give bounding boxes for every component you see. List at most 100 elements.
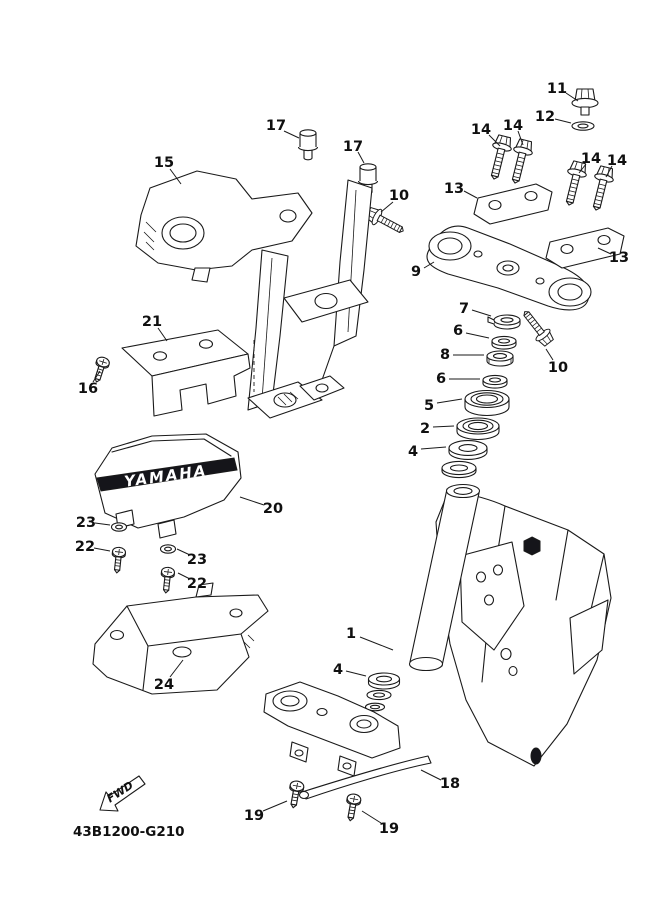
bolt-part-11 (571, 88, 599, 116)
lower-bracket-part (263, 681, 401, 777)
callout-leader-18 (420, 769, 442, 781)
race-part-4b (367, 672, 401, 690)
callout-leader-10 (545, 348, 554, 361)
ring-nut-part-8 (486, 350, 514, 367)
callout-leader-2 (432, 425, 455, 428)
callout-15: 15 (154, 155, 174, 171)
lower-washer-a (366, 689, 392, 701)
frame-head-section (435, 489, 612, 767)
callout-13: 13 (444, 181, 464, 197)
callout-7: 7 (459, 301, 469, 317)
bracket-part-24 (92, 582, 269, 695)
callout-21: 21 (142, 314, 162, 330)
callout-17: 17 (343, 139, 363, 155)
callout-14: 14 (503, 118, 523, 134)
callout-4: 4 (333, 662, 343, 678)
callout-leader-17 (283, 130, 300, 139)
upper-crown-part-9 (426, 225, 592, 311)
bolt-part-14c (559, 159, 590, 208)
callout-leader-22 (177, 572, 191, 580)
callout-6: 6 (436, 371, 446, 387)
bolt-part-14a (484, 133, 515, 182)
callout-4: 4 (408, 444, 418, 460)
damper-part-17b (357, 163, 379, 195)
washer-part-6a (491, 335, 517, 350)
handlebar-holder-13a (473, 183, 553, 225)
bolt-part-10a (363, 204, 408, 239)
callout-23: 23 (187, 552, 207, 568)
callout-leader-19 (361, 810, 382, 824)
callout-leader-14 (605, 165, 613, 178)
callout-24: 24 (154, 677, 174, 693)
race-part-4a (448, 440, 488, 460)
callout-14: 14 (607, 153, 627, 169)
callout-10: 10 (389, 188, 409, 204)
callout-leader-23 (94, 522, 111, 526)
callout-1: 1 (346, 626, 356, 642)
washer-part-23a (110, 522, 128, 532)
callout-9: 9 (411, 264, 421, 280)
callout-leader-22 (93, 547, 111, 552)
callout-leader-4 (345, 670, 367, 677)
callout-leader-1 (359, 636, 394, 651)
stay-bracket-part (247, 179, 373, 419)
washer-part-23b (159, 544, 177, 554)
callout-11: 11 (547, 81, 567, 97)
callout-leader-13 (463, 190, 478, 199)
stay-part-18 (298, 755, 432, 800)
callout-leader-24 (169, 659, 184, 678)
callout-leader-10 (380, 201, 394, 213)
callout-leader-9 (423, 261, 435, 269)
ring-nut-part-5 (464, 389, 510, 417)
callout-18: 18 (440, 776, 460, 792)
callout-14: 14 (581, 151, 601, 167)
callout-5: 5 (424, 398, 434, 414)
callout-leader-23 (176, 548, 191, 556)
callout-leader-13 (597, 247, 612, 255)
callout-leader-16 (92, 370, 101, 383)
callout-14: 14 (471, 122, 491, 138)
callout-22: 22 (187, 576, 207, 592)
lower-washer-b (364, 702, 386, 712)
bolt-part-14d (586, 164, 617, 213)
washer-part-12 (571, 121, 595, 131)
bracket-part-15 (135, 170, 313, 283)
bolt-part-10b (517, 305, 557, 349)
callout-leader-5 (436, 398, 463, 404)
callout-20: 20 (263, 501, 283, 517)
washer-part-6b (482, 374, 508, 389)
callout-13: 13 (609, 250, 629, 266)
handlebar-holder-13b (545, 227, 625, 269)
bearing-part-2 (456, 417, 500, 441)
bracket-part-21 (121, 329, 251, 417)
screw-part-16 (89, 355, 112, 385)
callout-leader-12 (554, 118, 572, 124)
callout-22: 22 (75, 539, 95, 555)
damper-part-17a (297, 129, 319, 161)
lock-washer-part-7 (487, 314, 521, 330)
callout-19: 19 (379, 821, 399, 837)
diagram-part-number: 43B1200-G210 (73, 824, 185, 840)
screw-part-19b (342, 792, 363, 823)
callout-leader-4 (420, 446, 447, 450)
callout-leader-6 (465, 332, 490, 339)
bearing-stack-parts (364, 314, 521, 712)
screw-part-22a (109, 546, 127, 575)
dust-seal-part (441, 460, 477, 479)
callout-6: 6 (453, 323, 463, 339)
callout-23: 23 (76, 515, 96, 531)
callout-leader-14 (488, 134, 501, 147)
callout-19: 19 (244, 808, 264, 824)
callout-12: 12 (535, 109, 555, 125)
callout-leader-11 (565, 92, 579, 102)
callout-17: 17 (266, 118, 286, 134)
callout-leader-21 (157, 327, 168, 342)
callout-2: 2 (420, 421, 430, 437)
callout-leader-15 (169, 168, 182, 185)
callout-leader-17 (357, 151, 365, 164)
callout-16: 16 (78, 381, 98, 397)
callout-leader-19 (262, 800, 288, 812)
callout-leader-14 (517, 130, 524, 146)
